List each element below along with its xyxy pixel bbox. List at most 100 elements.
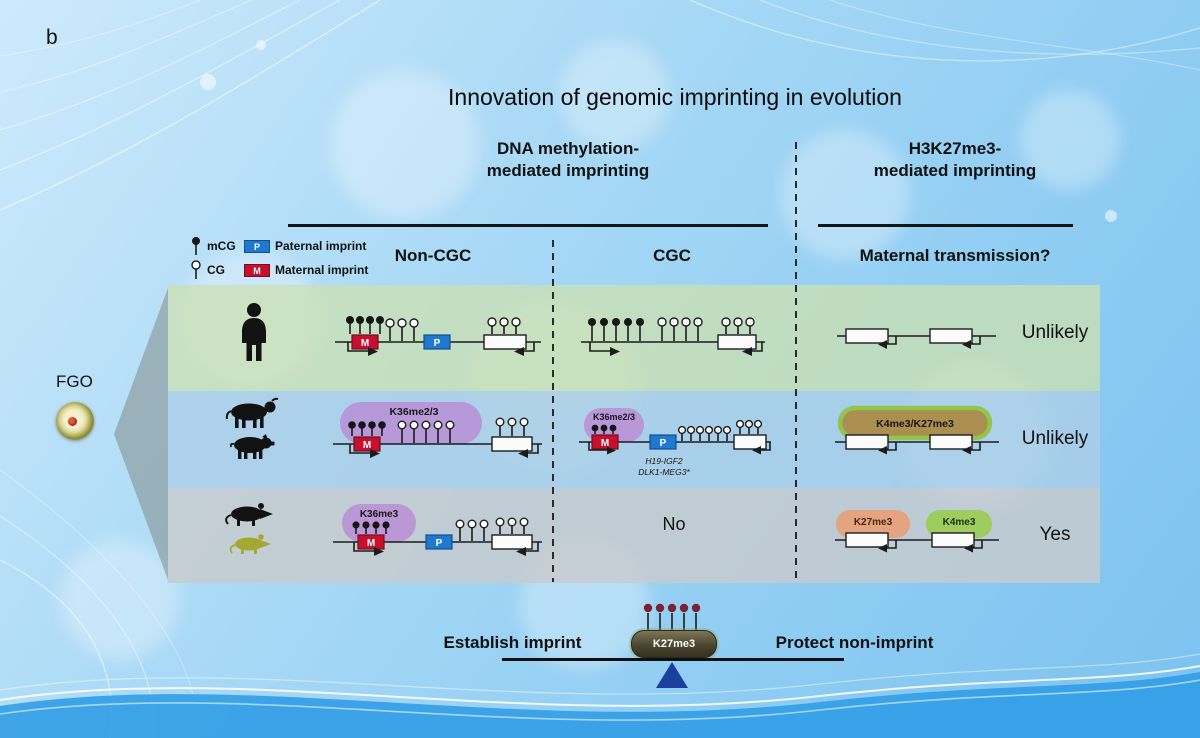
balance-k27me3-label: K27me3 xyxy=(652,638,696,650)
gene-box xyxy=(931,532,975,548)
gene-box xyxy=(929,328,973,344)
svg-text:M: M xyxy=(601,438,609,449)
diagram-ratmouse-h3k27me3: K27me3 K4me3 xyxy=(835,510,999,553)
legend: mCG P Paternal imprint CG M Maternal imp… xyxy=(190,236,368,280)
oocyte-icon xyxy=(56,402,94,440)
svg-text:K27me3: K27me3 xyxy=(854,517,893,528)
svg-text:DLK1-MEG3*: DLK1-MEG3* xyxy=(638,467,690,477)
svg-text:K36me3: K36me3 xyxy=(360,509,399,520)
verdict-rat-mouse: Yes xyxy=(1039,524,1071,545)
svg-text:K4me3/K27me3: K4me3/K27me3 xyxy=(876,418,954,430)
cg-lollipops xyxy=(495,517,529,534)
balance-right-label: Protect non-imprint xyxy=(775,633,934,652)
gene-box xyxy=(845,328,889,344)
rat-icon xyxy=(225,503,273,526)
figure-title: Innovation of genomic imprinting in evol… xyxy=(448,84,902,110)
maternal-imprint-box xyxy=(353,436,381,452)
balance-k27me3-blob: K27me3 xyxy=(631,630,717,658)
k4me3-domain-blob xyxy=(926,510,992,538)
column-header-dna-methylation: DNA methylation- mediated imprinting xyxy=(486,139,650,181)
svg-text:P: P xyxy=(254,242,260,252)
bokeh-circle xyxy=(1020,90,1120,190)
svg-text:P: P xyxy=(436,538,443,549)
mcg-lollipops xyxy=(348,421,386,436)
verdict-cow-pig: Unlikely xyxy=(1021,428,1089,449)
diagram-cowpig-cgc: K36me2/3 M P H19-IGF2 DLK1-MEG3* xyxy=(579,408,771,477)
gene-box xyxy=(733,434,767,450)
bokeh-circle xyxy=(780,130,910,260)
maternal-imprint-box xyxy=(591,434,619,450)
paternal-imprint-box xyxy=(423,334,451,350)
paternal-imprint-box xyxy=(425,534,453,550)
gene-box xyxy=(845,532,889,548)
maternal-imprint-box xyxy=(351,334,379,350)
balance-mcg-lollipops xyxy=(643,603,701,630)
cow-icon xyxy=(225,397,279,428)
human-icon xyxy=(242,303,266,361)
k36-domain-blob xyxy=(342,504,416,542)
subheader-cgc: CGC xyxy=(653,246,691,265)
cgc-no-text: No xyxy=(662,514,686,534)
svg-text:P: P xyxy=(434,338,441,349)
bokeh-dot xyxy=(256,40,266,50)
column-header-h3k27me3: H3K27me3- mediated imprinting xyxy=(873,139,1037,181)
header-underline-right xyxy=(818,224,1073,227)
cg-lollipops xyxy=(495,417,529,436)
svg-text:K36me2/3: K36me2/3 xyxy=(389,406,438,418)
paternal-imprint-box xyxy=(649,434,677,450)
balance-left-label: Establish imprint xyxy=(443,633,582,652)
k4me3-k27me3-domain-blob xyxy=(837,405,993,441)
maternal-imprint-box xyxy=(357,534,385,550)
cg-lollipops xyxy=(385,318,419,341)
fgo-label: FGO xyxy=(56,372,93,391)
svg-text:K4me3: K4me3 xyxy=(943,517,976,528)
legend-row-mcg-paternal: mCG P Paternal imprint xyxy=(190,236,368,256)
gene-box xyxy=(929,434,973,450)
k27me3-domain-blob xyxy=(836,510,910,538)
verdict-human: Unlikely xyxy=(1021,322,1089,343)
mcg-lollipop-icon xyxy=(192,237,200,255)
gene-box xyxy=(491,534,533,550)
balance-beam xyxy=(502,658,844,661)
gene-box xyxy=(845,434,889,450)
svg-text:P: P xyxy=(660,438,667,449)
diagram-human-h3k27me3 xyxy=(837,328,996,349)
bokeh-circle xyxy=(60,540,180,660)
gene-box xyxy=(483,334,527,350)
legend-paternal-label: Paternal imprint xyxy=(275,239,367,253)
legend-mcg-label: mCG xyxy=(207,239,236,253)
svg-text:M: M xyxy=(361,338,369,349)
gene-box xyxy=(491,436,533,452)
cg-lollipops xyxy=(677,425,732,441)
mcg-lollipops xyxy=(588,318,644,341)
cg-lollipops xyxy=(455,519,489,541)
panel-label: b xyxy=(46,26,58,49)
bokeh-dot xyxy=(200,74,216,90)
mouse-icon xyxy=(229,534,271,554)
diagram-cowpig-h3k27me3: K4me3/K27me3 xyxy=(835,405,999,455)
svg-text:M: M xyxy=(253,266,261,276)
svg-text:M: M xyxy=(367,538,375,549)
cg-lollipops xyxy=(735,419,763,434)
mcg-lollipops xyxy=(591,424,617,434)
divider-noncgc-cgc xyxy=(552,240,554,582)
oocyte-nucleus xyxy=(68,417,77,426)
diagram-human-cgc xyxy=(581,317,765,356)
svg-text:M: M xyxy=(363,440,371,451)
pig-icon xyxy=(229,434,275,459)
diagram-ratmouse-noncgc: K36me3 M P xyxy=(333,504,542,556)
divider-dna-h3k27me3 xyxy=(795,142,797,582)
cg-lollipops xyxy=(657,317,703,341)
diagram-human-noncgc: M P xyxy=(335,316,541,356)
bokeh-dot xyxy=(1105,210,1117,222)
svg-text:H19-IGF2: H19-IGF2 xyxy=(645,456,683,466)
cg-lollipops xyxy=(487,317,521,334)
legend-cg-label: CG xyxy=(207,263,225,277)
subheader-maternal-transmission: Maternal transmission? xyxy=(859,246,1051,265)
mcg-lollipops xyxy=(352,521,390,534)
svg-text:K36me2/3: K36me2/3 xyxy=(593,412,635,422)
bokeh-circle xyxy=(560,40,670,150)
cg-lollipop-icon xyxy=(191,260,201,279)
cg-lollipops xyxy=(721,317,755,334)
